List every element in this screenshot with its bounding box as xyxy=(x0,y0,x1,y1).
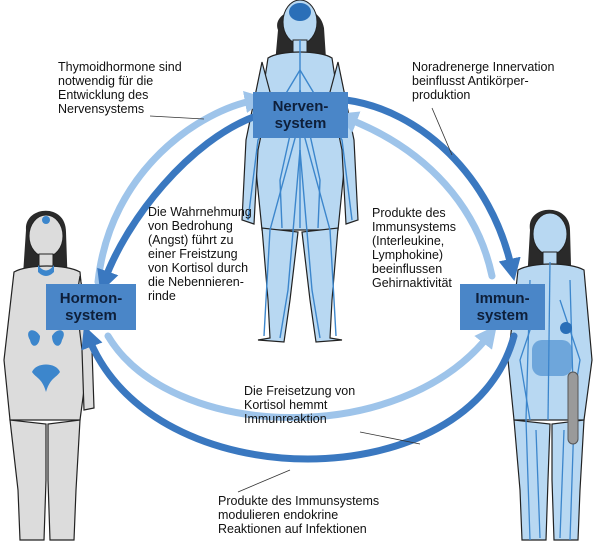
annotation-line: (Angst) führt zu xyxy=(148,233,234,247)
nervous-system-box: Nerven- system xyxy=(253,92,348,138)
annotation-line: Produkte des xyxy=(372,206,446,220)
annotation-line: Noradrenerge Innervation xyxy=(412,60,555,74)
annotation-line: beinflusst Antikörper- xyxy=(412,74,529,88)
immune-system-figure xyxy=(507,209,593,541)
annotation-line: rinde xyxy=(148,289,176,303)
annotation-produkte-endokrin: Produkte des Immunsystems modulieren end… xyxy=(218,494,379,536)
annotation-line: Produkte des Immunsystems xyxy=(218,494,380,508)
annotation-line: Reaktionen auf Infektionen xyxy=(218,522,367,536)
annotation-produkte-gehirn: Produkte des Immunsystems (Interleukine,… xyxy=(372,206,456,290)
annotation-noradrenerg: Noradrenerge Innervation beinflusst Anti… xyxy=(412,60,554,102)
annotation-line: die Nebennieren- xyxy=(148,275,244,289)
annotation-line: Entwicklung des xyxy=(58,88,149,102)
arrow-thymoid-to-nervous xyxy=(94,90,268,286)
nervous-system-label-line1: Nerven- xyxy=(272,98,329,115)
hormone-system-figure xyxy=(3,210,95,541)
annotation-line: Immunreaktion xyxy=(244,412,327,426)
hormone-system-box: Hormon- system xyxy=(46,284,136,330)
arrow-hormone-to-immune xyxy=(104,325,497,421)
arrow-immune-to-nervous xyxy=(335,111,496,280)
annotation-line: notwendig für die xyxy=(58,74,154,88)
annotation-line: Immunsystems xyxy=(372,220,457,234)
arrow-nervous-to-immune xyxy=(342,96,521,281)
interaction-arrows xyxy=(81,90,521,463)
annotation-line: modulieren endokrine xyxy=(218,508,339,522)
annotation-line: von Kortisol durch xyxy=(148,261,249,275)
annotation-line: von Bedrohung xyxy=(148,219,233,233)
annotation-kortisol: Die Freisetzung von Kortisol hemmt Immun… xyxy=(244,384,355,426)
annotation-line: Kortisol hemmt xyxy=(244,398,328,412)
annotation-line: beeinflussen xyxy=(372,262,443,276)
arrow-nervous-to-hormone xyxy=(97,112,260,293)
annotation-line: Gehirnaktivität xyxy=(372,276,452,290)
immune-system-label-line2: system xyxy=(476,307,529,324)
immune-system-box: Immun- system xyxy=(460,284,545,330)
hormone-system-label-line1: Hormon- xyxy=(59,290,123,307)
hormone-system-label-line2: system xyxy=(65,307,117,324)
leader-lines xyxy=(149,107,453,493)
annotation-line: (Interleukine, xyxy=(372,234,445,248)
annotation-line: Die Wahrnehmung xyxy=(148,205,252,219)
annotation-thymoid: Thymoidhormone sind notwendig für die En… xyxy=(58,60,182,116)
annotation-line: Nervensystems xyxy=(58,102,145,116)
nervous-system-label-line2: system xyxy=(274,115,327,132)
annotation-line: Die Freisetzung von xyxy=(244,384,356,398)
annotation-line: einer Freistzung xyxy=(148,247,238,261)
annotation-wahrnehmung: Die Wahrnehmung von Bedrohung (Angst) fü… xyxy=(148,205,252,303)
annotation-line: produktion xyxy=(412,88,471,102)
annotation-line: Lymphokine) xyxy=(372,248,444,262)
nervous-system-figure xyxy=(241,0,359,343)
immune-system-label-line1: Immun- xyxy=(475,290,530,307)
arrow-immune-to-hormone xyxy=(81,325,518,463)
annotation-line: Thymoidhormone sind xyxy=(58,60,182,74)
